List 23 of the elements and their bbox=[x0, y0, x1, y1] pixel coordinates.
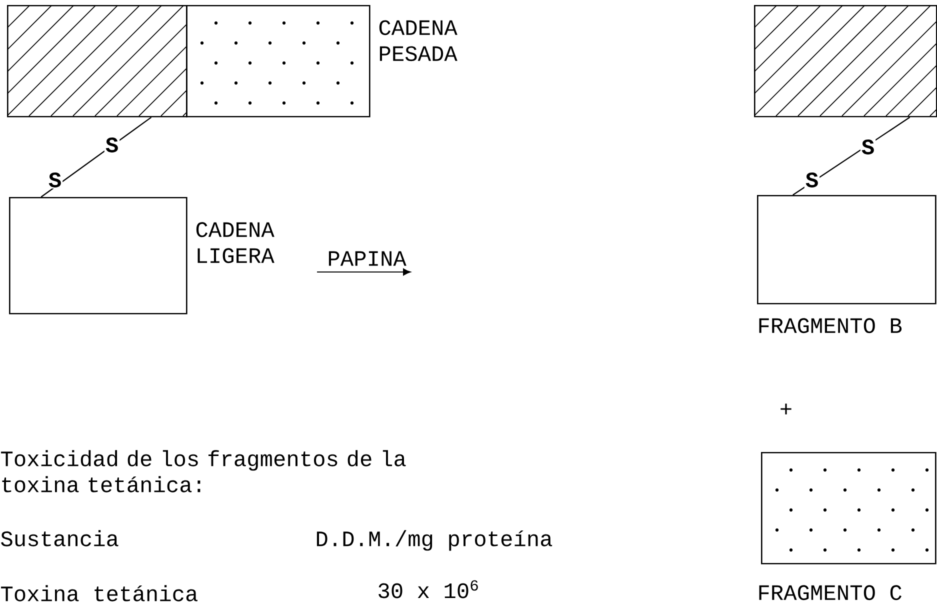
plus-sign: + bbox=[780, 404, 792, 414]
sulfur-label: S bbox=[104, 136, 120, 154]
sulfur-label: S bbox=[860, 138, 876, 156]
table-cell: Toxina tetánica bbox=[1, 585, 198, 602]
chain-label: FRAGMENTO B bbox=[759, 318, 902, 334]
dotted-box bbox=[186, 5, 370, 118]
chain-label: FRAGMENTO C bbox=[759, 585, 902, 600]
plain-box bbox=[9, 197, 188, 314]
sulfur-label: S bbox=[804, 172, 820, 188]
chain-label: CADENA PESADA bbox=[379, 20, 458, 62]
sulfur-label: S bbox=[47, 172, 63, 188]
table-cell: D.D.M./mg proteína bbox=[316, 530, 552, 551]
arrow-label: PAPINA bbox=[328, 251, 406, 266]
table-cell: 30 x 10$^{6}$ bbox=[378, 580, 478, 598]
hatched-box bbox=[754, 5, 937, 118]
chain-label: CADENA LIGERA bbox=[196, 222, 274, 264]
disulfide-bond bbox=[40, 116, 152, 198]
dotted-box bbox=[761, 452, 936, 564]
table-cell: Sustancia bbox=[1, 530, 118, 546]
plain-box bbox=[757, 195, 936, 304]
hatched-box bbox=[7, 5, 188, 118]
table-title: Toxicidad de los fragmentos de la toxina tetánica: bbox=[1, 450, 406, 492]
disulfide-bond bbox=[792, 116, 910, 196]
